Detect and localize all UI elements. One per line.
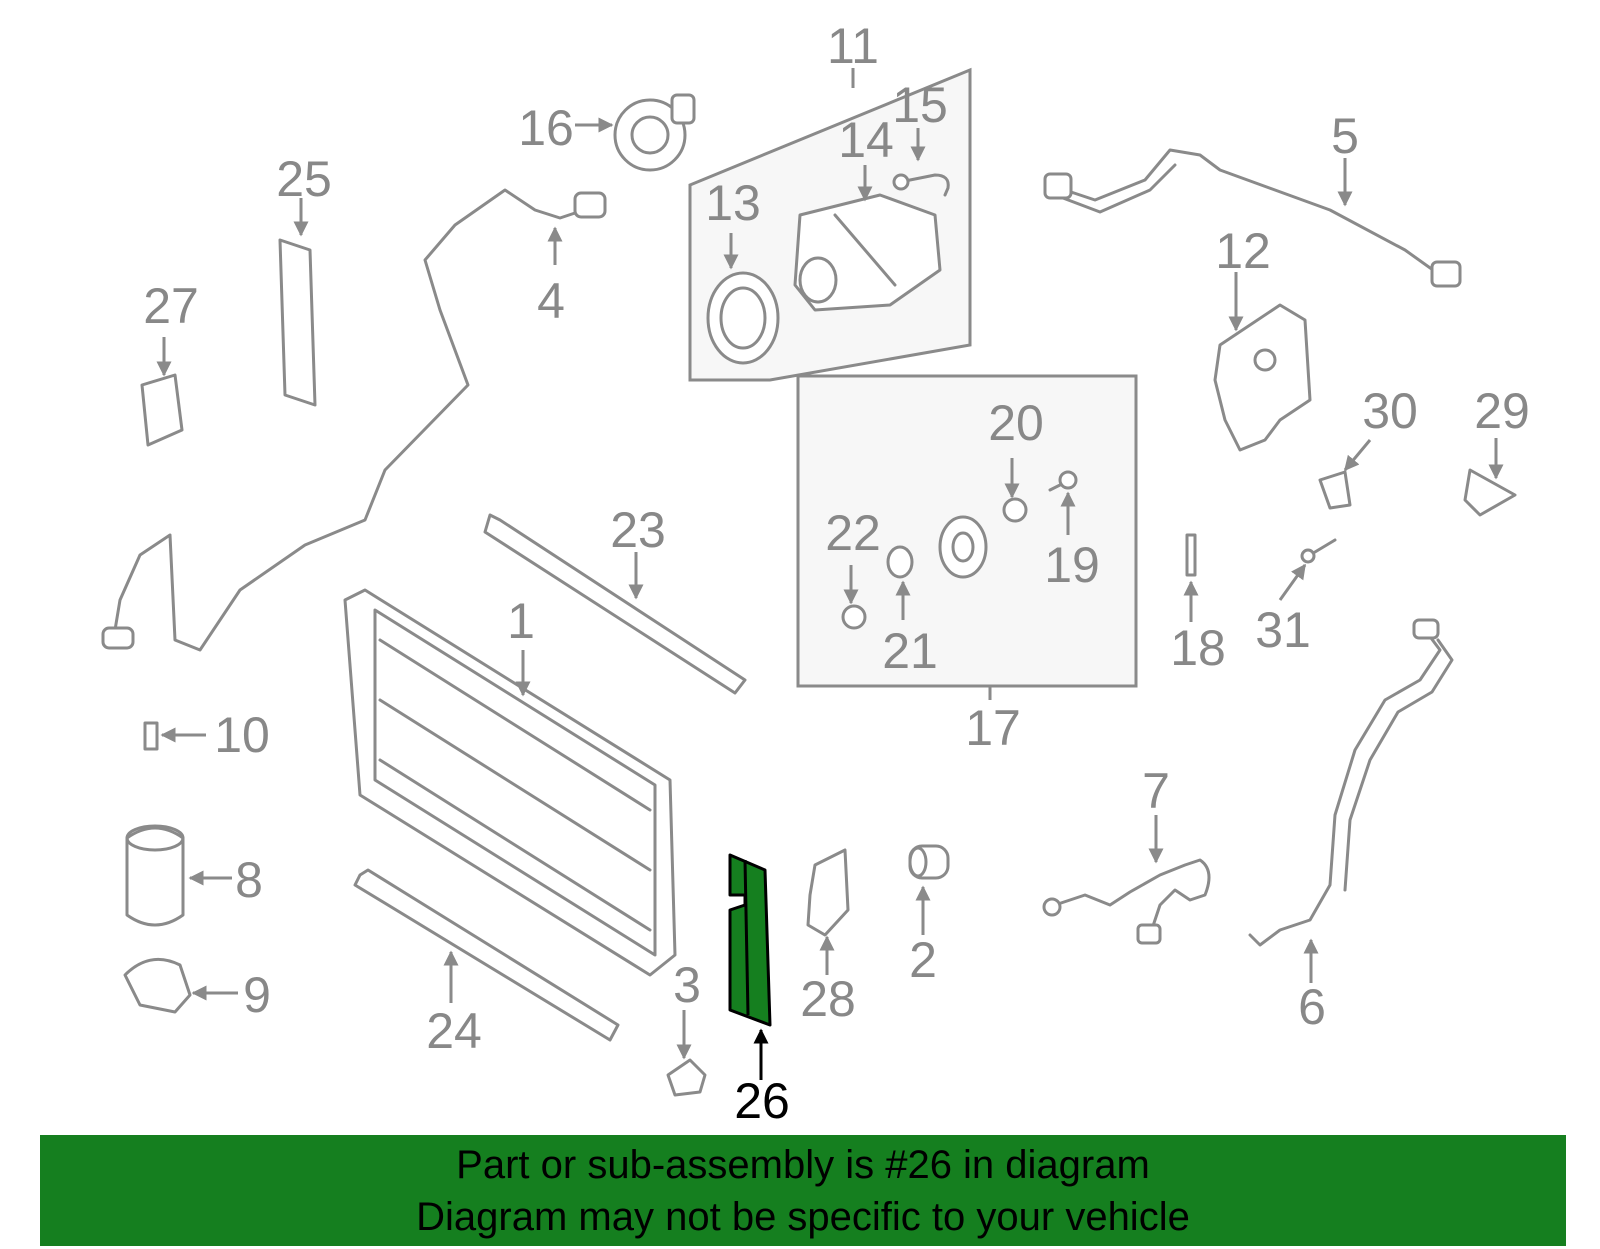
callout-18: 18 [1170, 620, 1226, 676]
callout-9: 9 [243, 967, 271, 1023]
callout-15: 15 [892, 77, 948, 133]
callout-25: 25 [276, 151, 332, 207]
callout-16: 16 [518, 100, 574, 156]
callout-4: 4 [537, 273, 565, 329]
part-15-switch [892, 128, 950, 197]
part-2-bushing [908, 844, 950, 935]
part-28-seal [806, 848, 850, 975]
callout-labels: 11 15 16 14 13 5 25 12 27 4 30 29 20 23 … [143, 18, 1530, 1129]
callout-23: 23 [610, 502, 666, 558]
callout-19: 19 [1044, 537, 1100, 593]
callout-20: 20 [988, 395, 1044, 451]
part-9-drier-bracket [123, 957, 238, 1014]
part-1-condenser [343, 588, 677, 977]
callout-12: 12 [1215, 223, 1271, 279]
clutch-pulley [938, 515, 988, 579]
callout-22: 22 [825, 505, 881, 561]
part-5-hose [1043, 148, 1462, 288]
callout-3: 3 [673, 957, 701, 1013]
callout-6: 6 [1298, 979, 1326, 1035]
callout-31: 31 [1255, 602, 1311, 658]
part-14-compressor [793, 165, 942, 312]
callout-21: 21 [882, 623, 938, 679]
part-7-hose [1042, 815, 1211, 945]
part-26-highlighted-seal [728, 853, 772, 1080]
callout-27: 27 [143, 278, 199, 334]
banner-line-1: Part or sub-assembly is #26 in diagram [456, 1142, 1150, 1187]
callout-29: 29 [1474, 383, 1530, 439]
part-6-hose [1248, 618, 1454, 983]
part-24-lower-seal [353, 868, 620, 1042]
part-8-receiver-drier [125, 824, 232, 927]
part-19-bolt [1048, 470, 1078, 535]
part-10-valve [143, 721, 206, 751]
part-20-nut [1002, 458, 1028, 523]
part-12-compressor-bracket [1213, 272, 1312, 452]
part-29-bracket [1463, 438, 1517, 517]
callout-17: 17 [965, 700, 1021, 756]
callout-14: 14 [838, 112, 894, 168]
callout-2: 2 [909, 932, 937, 988]
part-31-bolt [1278, 538, 1337, 601]
part-21-washer [886, 545, 914, 620]
callout-1: 1 [507, 593, 535, 649]
part-30-clip [1318, 439, 1372, 510]
part-18-bolt [1183, 533, 1199, 622]
callout-5: 5 [1331, 108, 1359, 164]
part-16-pulley [575, 93, 696, 172]
callout-11: 11 [827, 18, 879, 74]
part-3-bracket [666, 1010, 707, 1097]
callout-24: 24 [426, 1003, 482, 1059]
info-banner: Part or sub-assembly is #26 in diagram D… [40, 1135, 1566, 1246]
part-22-nut [841, 565, 867, 630]
part-4-hose-line [101, 188, 607, 652]
part-23-upper-seal [483, 513, 747, 695]
part-25-seal [278, 198, 317, 407]
callout-26-highlighted: 26 [734, 1073, 790, 1129]
part-27-bracket [140, 337, 184, 447]
callout-10: 10 [214, 707, 270, 763]
callout-8: 8 [235, 852, 263, 908]
callout-7: 7 [1142, 763, 1170, 819]
banner-line-2: Diagram may not be specific to your vehi… [416, 1194, 1190, 1239]
part-13-clutch-plate [706, 233, 780, 365]
callout-28: 28 [800, 971, 856, 1027]
callout-13: 13 [705, 175, 761, 231]
callout-30: 30 [1362, 383, 1418, 439]
